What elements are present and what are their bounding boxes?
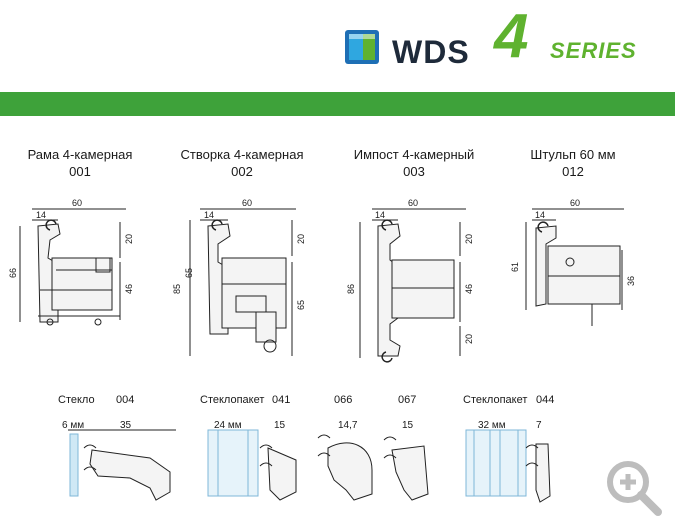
- dim-a: 14: [204, 210, 215, 220]
- dim-a: 14: [535, 210, 546, 220]
- profile-code: 012: [562, 164, 584, 179]
- profile-name: Штульп 60 мм: [530, 147, 616, 162]
- profile-code: 001: [69, 164, 91, 179]
- glazing-code: 066: [334, 394, 353, 406]
- dim-width: 60: [72, 198, 83, 208]
- dim-bead: 35: [120, 420, 132, 431]
- dim-width: 60: [242, 198, 253, 208]
- glazing-label: Стеклопакет: [200, 394, 265, 406]
- glazing-code: 044: [536, 394, 555, 406]
- header: [0, 0, 675, 90]
- glazing-label: Стекло: [58, 394, 95, 406]
- wds-logo-mark-icon: [345, 30, 379, 64]
- dim-width: 60: [570, 198, 581, 208]
- dim-a: 14: [375, 210, 386, 220]
- glazing-code: 041: [272, 394, 291, 406]
- profile-title-mullion: Импост 4-камерный 003: [334, 146, 494, 180]
- magnifier-plus-icon[interactable]: [602, 456, 664, 518]
- profile-name: Импост 4-камерный: [353, 147, 475, 162]
- profile-title-shtulp: Штульп 60 мм 012: [493, 146, 653, 180]
- glazing-label: Стеклопакет: [463, 394, 528, 406]
- brand-name: WDS: [392, 34, 470, 70]
- dim-glass-thickness: 32 мм: [478, 420, 506, 431]
- dim-bead: 7: [536, 420, 542, 431]
- dim-bead: 15: [402, 420, 414, 431]
- profile-name: Створка 4-камерная: [180, 147, 304, 162]
- profile-name: Рама 4-камерная: [27, 147, 133, 162]
- profile-title-sash: Створка 4-камерная 002: [162, 146, 322, 180]
- series-number: 4: [494, 2, 529, 71]
- profile-code: 002: [231, 164, 253, 179]
- green-banner: [0, 92, 675, 116]
- dim-width: 60: [408, 198, 419, 208]
- series-word: SERIES: [550, 38, 637, 63]
- glazing-code: 004: [116, 394, 135, 406]
- profile-title-frame: Рама 4-камерная 001: [0, 146, 160, 180]
- dim-bead: 15: [274, 420, 286, 431]
- dim-glass-thickness: 24 мм: [214, 420, 242, 431]
- dim-bead: 14,7: [338, 420, 358, 431]
- dim-a: 14: [36, 210, 47, 220]
- dim-glass-thickness: 6 мм: [62, 420, 85, 431]
- glazing-code: 067: [398, 394, 417, 406]
- profile-code: 003: [403, 164, 425, 179]
